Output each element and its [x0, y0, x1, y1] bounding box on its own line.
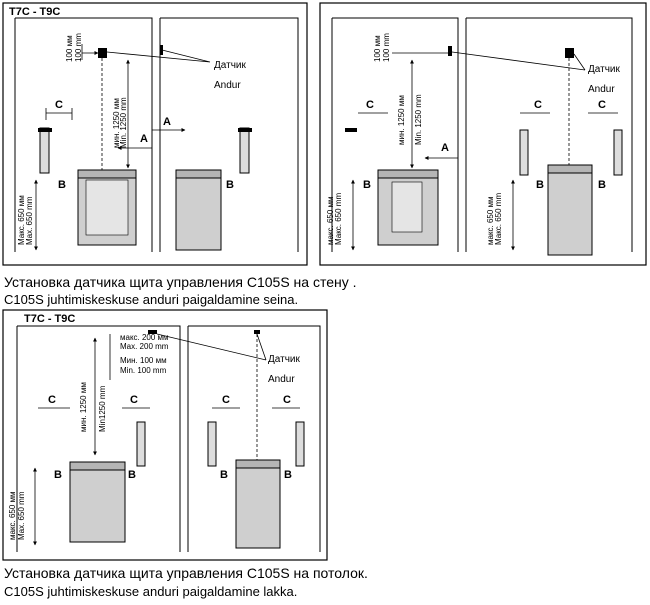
sensor-label-et: Andur [268, 374, 295, 385]
dim-650-et: Max. 650 mm [17, 491, 26, 540]
control-panel-3 [295, 421, 305, 467]
dim-1250-et: Min. 1250 mm [414, 94, 423, 145]
sensor-box [565, 48, 574, 58]
control-panel-2 [207, 421, 217, 467]
dim-c-label-2: C [534, 99, 542, 111]
heater-top-right [547, 164, 593, 174]
dim-1250-et: Min. 1250 mm [119, 97, 128, 148]
dim-1250-et: Min1250 mm [98, 385, 107, 432]
heater-model-label: T7C - T9C [24, 313, 75, 325]
sensor-label-ru: Датчик [268, 354, 300, 365]
sensor-side [448, 46, 452, 56]
dim-a2-label: A [163, 116, 171, 128]
control-panel-2 [613, 129, 623, 176]
dim-100-et: 100 mm [74, 33, 83, 62]
sensor-side [160, 45, 163, 55]
dim-c-label-2: C [130, 394, 138, 406]
heater-body-right [175, 169, 222, 251]
dim-b-left: B [58, 179, 66, 191]
sensor-ceiling-1 [148, 330, 157, 334]
dim-100-ru: 100 мм [65, 35, 74, 62]
room-outline [16, 325, 181, 552]
sensor-pointer [451, 51, 586, 71]
sensor-label-ru: Датчик [214, 60, 246, 71]
control-panel-right [239, 127, 250, 174]
caption-wall-et: C105S juhtimiskeskuse anduri paigaldamin… [4, 292, 299, 307]
dim-1250-ru: мин. 1250 мм [397, 95, 406, 145]
panel-frame [319, 2, 647, 266]
dim-c-label-4: C [283, 394, 291, 406]
caption-ceiling-ru: Установка датчика щита управления C105S … [4, 565, 368, 581]
control-panel-left [39, 127, 50, 174]
sensor-label-et: Andur [588, 84, 615, 95]
sensor-box [98, 48, 107, 58]
sensor-pointer [156, 333, 267, 361]
dim-650-ru: макс. 650 мм [8, 491, 17, 540]
dim-b-4: B [284, 469, 292, 481]
control-bracket [345, 128, 357, 132]
heater-stones-left [391, 181, 423, 233]
dim-650-et-left: Макс. 650 mm [334, 193, 343, 245]
dim-c-label-1: C [48, 394, 56, 406]
dim-a1-label: A [140, 133, 148, 145]
room2-outline [187, 325, 321, 552]
ceiling-max-et: Max. 200 mm [120, 342, 169, 351]
control-panel-1 [136, 421, 146, 467]
sensor-label-et: Andur [214, 80, 241, 91]
dim-100-line [81, 44, 98, 60]
dim-100-et: 100 mm [382, 33, 391, 62]
dim-1250-ru: мин. 1250 мм [79, 382, 88, 432]
dim-1250-ru: мин. 1250 мм [112, 98, 121, 148]
room-room-outline [15, 17, 153, 252]
dim-b-1: B [54, 469, 62, 481]
dim-c-label-1: C [366, 99, 374, 111]
ceiling-min-ru: Мин. 100 мм [120, 356, 167, 365]
heater-model-label: T7C - T9C [9, 6, 60, 18]
heater-top-right [175, 169, 222, 179]
dim-650-et: Max. 650 mm [25, 196, 34, 245]
dim-b-right: B [226, 179, 234, 191]
dim-b-3: B [220, 469, 228, 481]
heater-body-right [235, 459, 281, 549]
room2-outline [465, 17, 633, 252]
heater-stones-left [85, 179, 129, 236]
heater-top-left [77, 169, 137, 179]
dim-b-3: B [598, 179, 606, 191]
dim-c-label: C [55, 99, 63, 111]
dim-b-2: B [128, 469, 136, 481]
panel-frame [2, 2, 308, 266]
panel-frame [2, 309, 328, 561]
control-panel-1 [519, 129, 529, 176]
heater-body-left [69, 461, 126, 543]
dim-b-1: B [363, 179, 371, 191]
dim-a-label: A [441, 142, 449, 154]
ceiling-max-ru: макс. 200 мм [120, 333, 169, 342]
heater-top-right [235, 459, 281, 469]
sensor-pointer [106, 49, 211, 63]
panel-wall-left: T7C - T9C Датчик Andur 100 мм 100 mm мин… [2, 2, 308, 266]
dim-100-ru: 100 мм [373, 35, 382, 62]
caption-ceiling-et: C105S juhtimiskeskuse anduri paigaldamin… [4, 584, 298, 599]
control-bracket-left [38, 128, 52, 132]
dim-c-label-3: C [222, 394, 230, 406]
dim-650-ru-left: макс. 650 мм [326, 196, 335, 245]
panel-wall-right: Датчик Andur 100 мм 100 mm мин. 1250 мм … [319, 2, 647, 266]
dim-b-2: B [536, 179, 544, 191]
dim-c-label-3: C [598, 99, 606, 111]
control-bracket-right [238, 128, 252, 132]
dim-650-et-right: Макс. 650 mm [494, 193, 503, 245]
panel-ceiling: T7C - T9C Датчик Andur макс. 200 мм Max.… [2, 309, 328, 561]
heater-top-left [377, 169, 439, 179]
ceiling-min-et: Min. 100 mm [120, 366, 167, 375]
dim-650-ru: Макс. 650 мм [17, 195, 26, 245]
dim-c-line [45, 108, 73, 120]
heater-body-right [547, 164, 593, 256]
sensor-ceiling-2 [254, 330, 260, 334]
dim-650-ru-right: макс. 650 мм [486, 196, 495, 245]
sensor-label-ru: Датчик [588, 64, 620, 75]
room-outline [331, 17, 459, 252]
caption-wall-ru: Установка датчика щита управления C105S … [4, 274, 357, 290]
heater-top-left [69, 461, 126, 471]
